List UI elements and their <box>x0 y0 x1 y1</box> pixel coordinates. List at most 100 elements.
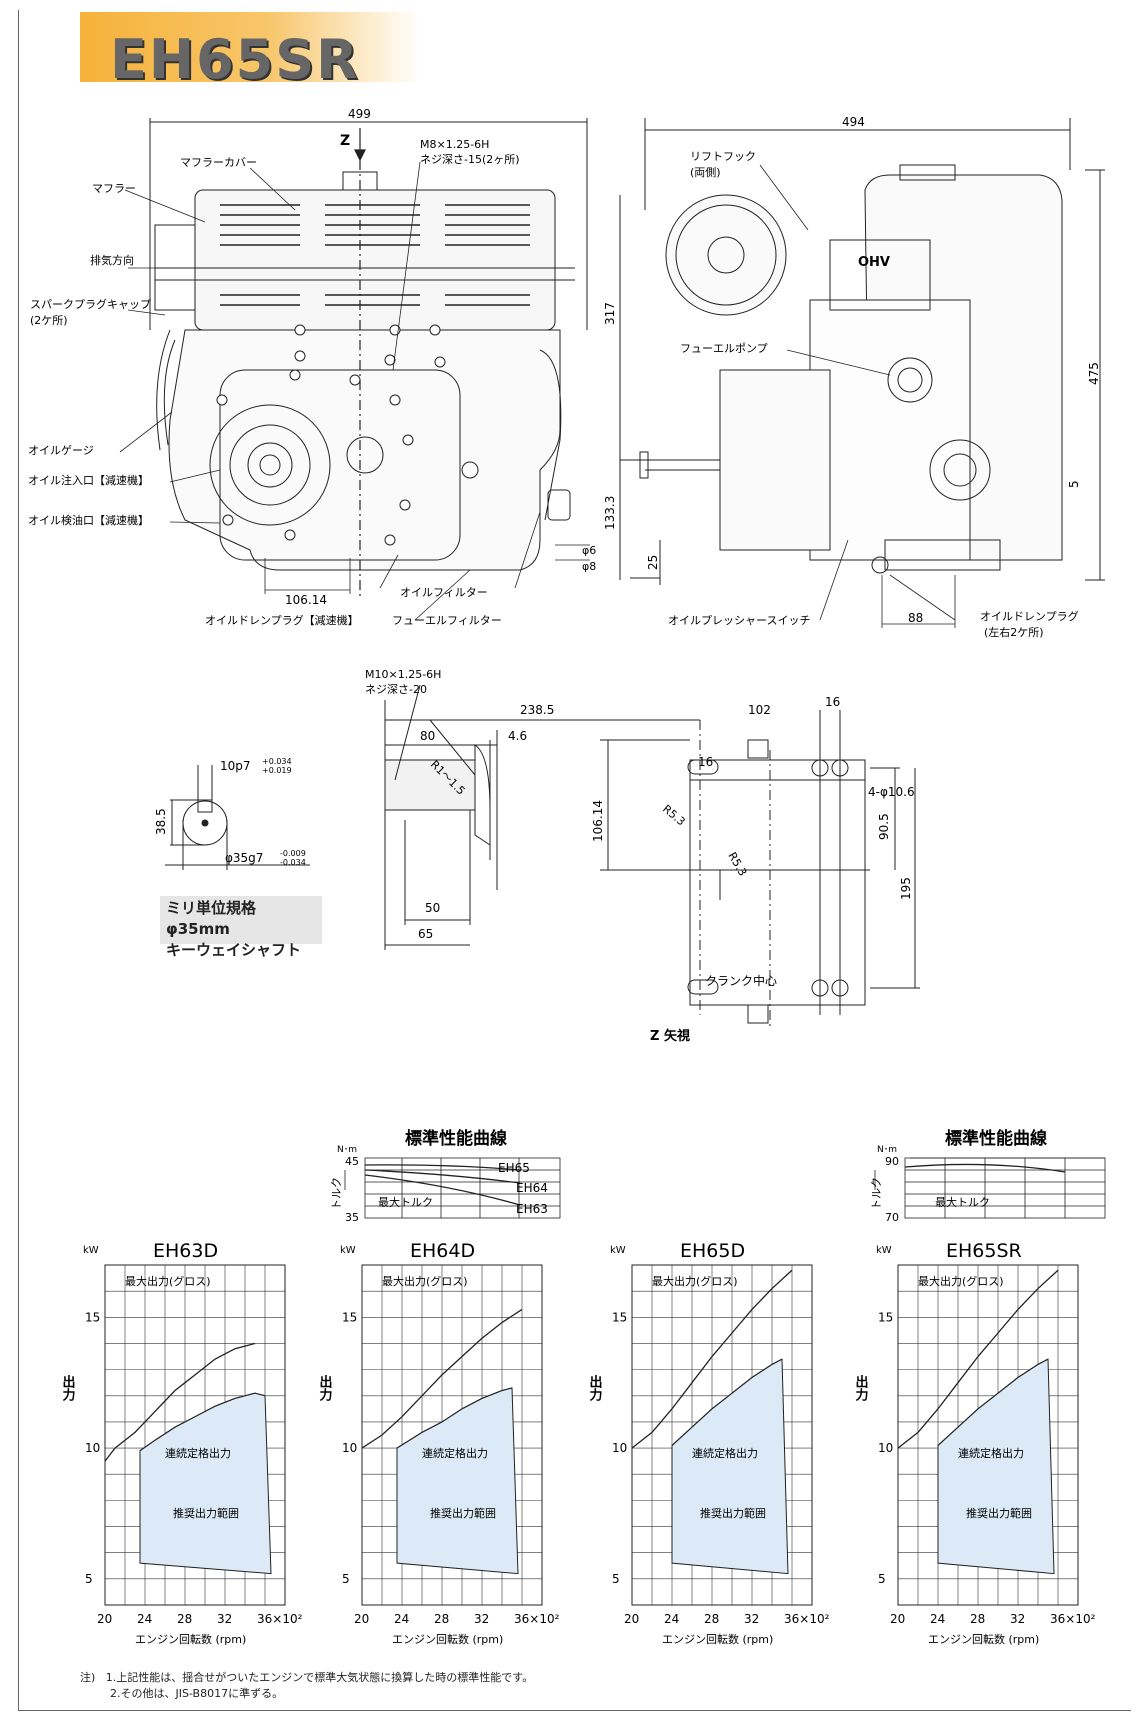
chart-xlabel: エンジン回転数 (rpm) <box>135 1633 246 1646</box>
chart-ylabel: 出力 <box>317 1374 333 1402</box>
chart-title: EH64D <box>410 1240 475 1262</box>
label-continuous-output: 連続定格出力 <box>692 1446 758 1460</box>
label-max-output: 最大出力(グロス) <box>125 1274 211 1288</box>
y-tick-label: 15 <box>878 1310 893 1324</box>
x-tick-label: 28 <box>704 1612 719 1626</box>
z-arrow-label: Z <box>340 133 350 149</box>
chart-frame <box>104 1264 286 1606</box>
label-thread-depth: ネジ深さ-15(2ヶ所) <box>420 153 520 166</box>
label-continuous-output: 連続定格出力 <box>165 1446 231 1460</box>
label-oil-drain-plug-note: (左右2ケ所) <box>984 625 1044 639</box>
label-max-output: 最大出力(グロス) <box>918 1274 1004 1288</box>
chart-xlabel: エンジン回転数 (rpm) <box>662 1633 773 1646</box>
dim-106-14-shaft: 106.14 <box>591 800 605 842</box>
chart-y-unit: kW <box>610 1245 626 1256</box>
title-band <box>80 12 420 82</box>
continuous-output-line <box>671 1358 783 1446</box>
chart-title: EH65SR <box>946 1240 1022 1262</box>
torque-right-title: 標準性能曲線 <box>945 1128 1047 1149</box>
dim-16-top: 16 <box>825 695 840 709</box>
label-oil-pressure-switch: オイルプレッシャースイッチ <box>668 614 810 627</box>
torque-left-title: 標準性能曲線 <box>405 1128 507 1149</box>
note-1: 1.上記性能は、揺合せがついたエンジンで標準大気状態に換算した時の標準性能です。 <box>105 1671 534 1684</box>
max-output-line <box>104 1342 256 1462</box>
front-and-side-views: Z 499 マフラーカバー マフラー 排気方向 スパークプラグキャップ (2ケ所… <box>28 107 1105 639</box>
dim-phi6: φ6 <box>582 544 596 557</box>
x-tick-label: 32 <box>474 1612 489 1626</box>
notes-prefix: 注) <box>80 1671 96 1684</box>
label-continuous-output: 連続定格出力 <box>422 1446 488 1460</box>
label-lift-hook-note: (両側) <box>690 166 721 179</box>
label-oil-drain-plug-reducer: オイルドレンプラグ【減速機】 <box>205 613 359 627</box>
x-tick-label: 20 <box>890 1612 905 1626</box>
y-tick-label: 5 <box>612 1572 620 1586</box>
x-tick-label: 24 <box>137 1612 152 1626</box>
key-width: 10p7 <box>220 759 251 773</box>
torque-left-tick-35: 35 <box>345 1211 359 1224</box>
page-title: EH65SR <box>110 28 360 91</box>
x-tick-label: 24 <box>930 1612 945 1626</box>
label-fuel-filter: フューエルフィルター <box>392 614 502 627</box>
label-crank-center: クランク中心 <box>705 973 777 988</box>
dim-494: 494 <box>842 115 865 129</box>
dim-195: 195 <box>899 877 913 900</box>
label-recommended-range: 推奨出力範囲 <box>173 1506 239 1520</box>
y-tick-label: 15 <box>342 1310 357 1324</box>
x-tick-label: 32 <box>744 1612 759 1626</box>
label-spark-plug-cap-note: (2ケ所) <box>30 314 68 327</box>
label-max-output: 最大出力(グロス) <box>382 1274 468 1288</box>
label-lift-hook: リフトフック <box>690 150 756 163</box>
label-thread-spec: M8×1.25-6H <box>420 138 489 151</box>
torque-right-max: 最大トルク <box>935 1195 990 1209</box>
chart-frame <box>361 1264 543 1606</box>
label-muffler-cover: マフラーカバー <box>180 156 257 169</box>
series-eh64: EH64 <box>516 1181 548 1195</box>
shaft-thread-spec: M10×1.25-6H <box>365 668 441 681</box>
series-eh63: EH63 <box>516 1202 548 1216</box>
notes: 注) 1.上記性能は、揺合せがついたエンジンで標準大気状態に換算した時の標準性能… <box>80 1670 533 1702</box>
key-tol-upper: +0.034 <box>262 757 292 766</box>
shaft-thread-depth: ネジ深さ-20 <box>365 683 427 696</box>
torque-charts: 標準性能曲線 N･m 45 35 トルク 最大トルク EH65 EH64 EH6… <box>330 1128 1106 1224</box>
chart-title: EH63D <box>153 1240 218 1262</box>
dim-38-5: 38.5 <box>154 808 168 835</box>
label-oil-gauge: オイルゲージ <box>28 444 94 457</box>
chart-title: EH65D <box>680 1240 745 1262</box>
label-recommended-range: 推奨出力範囲 <box>966 1506 1032 1520</box>
dim-50: 50 <box>425 901 440 915</box>
x-tick-label: 20 <box>354 1612 369 1626</box>
torque-right-tick-90: 90 <box>885 1155 899 1168</box>
dim-90-5: 90.5 <box>877 813 891 840</box>
x-tick-label: 20 <box>97 1612 112 1626</box>
dim-5: 5 <box>1067 480 1081 488</box>
label-muffler: マフラー <box>92 182 136 195</box>
dim-317: 317 <box>603 302 617 325</box>
dim-80: 80 <box>420 729 435 743</box>
y-tick-label: 10 <box>342 1441 357 1455</box>
shaft-detail: 10p7 +0.034 +0.019 38.5 φ35g7 -0.009 -0.… <box>154 668 920 1044</box>
dim-65: 65 <box>418 927 433 941</box>
y-tick-label: 5 <box>878 1572 886 1586</box>
dim-88: 88 <box>908 611 923 625</box>
spec-line-2: キーウェイシャフト <box>166 941 302 959</box>
dim-238-5: 238.5 <box>520 703 554 717</box>
label-z-view: Z 矢視 <box>650 1028 690 1044</box>
x-tick-label: 36×10² <box>257 1612 303 1626</box>
x-tick-label: 28 <box>434 1612 449 1626</box>
chart-frame <box>897 1264 1079 1606</box>
recommended-range-area <box>139 1392 272 1575</box>
shaft-dia: φ35g7 <box>225 851 263 865</box>
chart-frame <box>631 1264 813 1606</box>
shaft-tol-lower: -0.034 <box>280 858 306 867</box>
max-output-line <box>361 1308 523 1449</box>
label-continuous-output: 連続定格出力 <box>958 1446 1024 1460</box>
key-tol-lower: +0.019 <box>262 766 292 775</box>
label-fuel-pump: フューエルポンプ <box>680 342 768 355</box>
y-tick-label: 15 <box>85 1310 100 1324</box>
y-tick-label: 10 <box>85 1441 100 1455</box>
dim-499: 499 <box>348 107 371 121</box>
x-tick-label: 32 <box>217 1612 232 1626</box>
x-tick-label: 24 <box>664 1612 679 1626</box>
x-tick-label: 36×10² <box>1050 1612 1096 1626</box>
